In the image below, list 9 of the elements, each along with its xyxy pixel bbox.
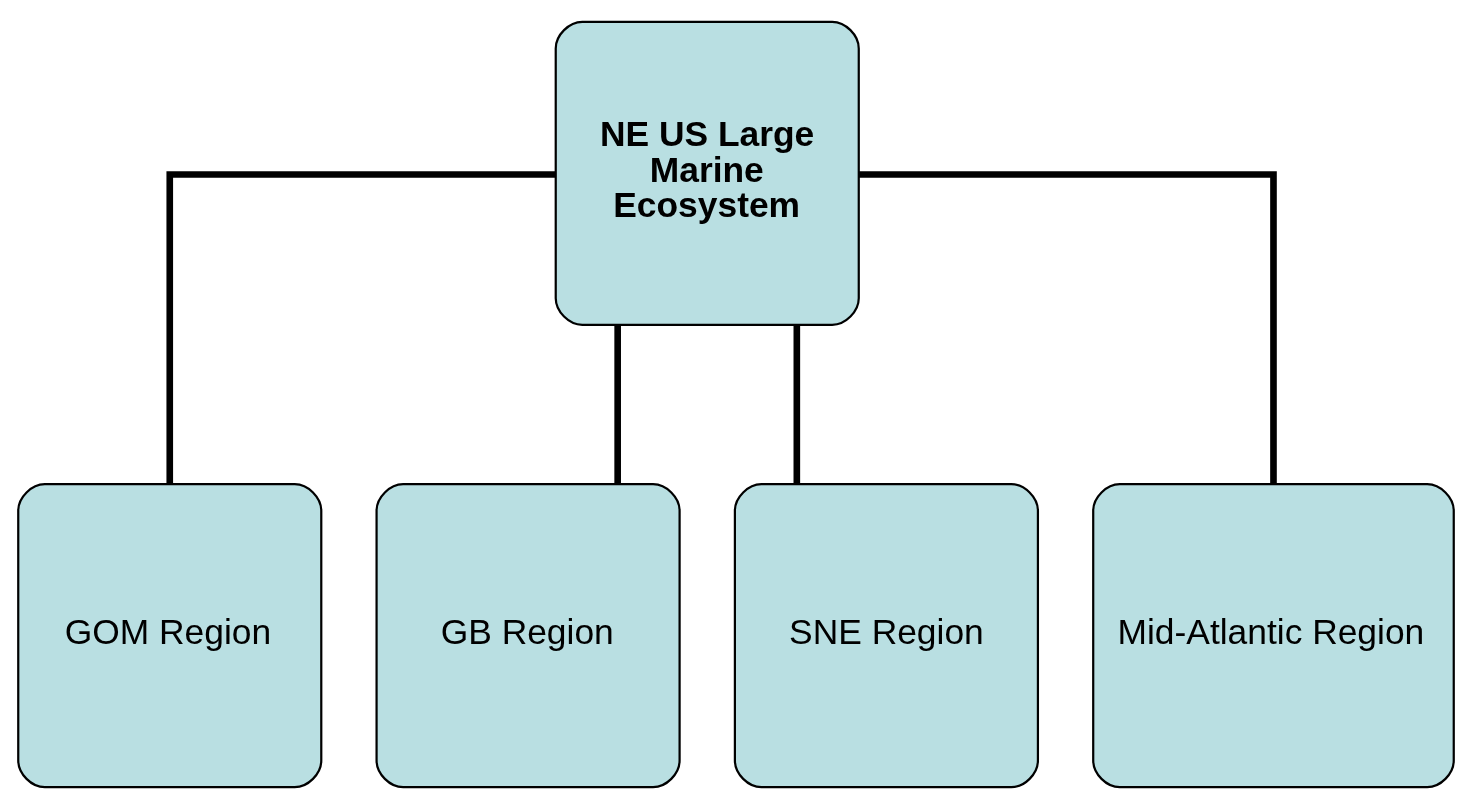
node-box: GB Region bbox=[374, 483, 681, 789]
connector bbox=[858, 171, 1277, 484]
node-box: SNE Region bbox=[733, 483, 1039, 789]
node-box: Mid-Atlantic Region bbox=[1091, 483, 1455, 789]
node-box: NE US Large Marine Ecosystem bbox=[554, 20, 860, 326]
node-box: GOM Region bbox=[16, 483, 322, 789]
connector bbox=[613, 325, 621, 484]
connector bbox=[165, 171, 555, 484]
connector bbox=[793, 325, 800, 484]
